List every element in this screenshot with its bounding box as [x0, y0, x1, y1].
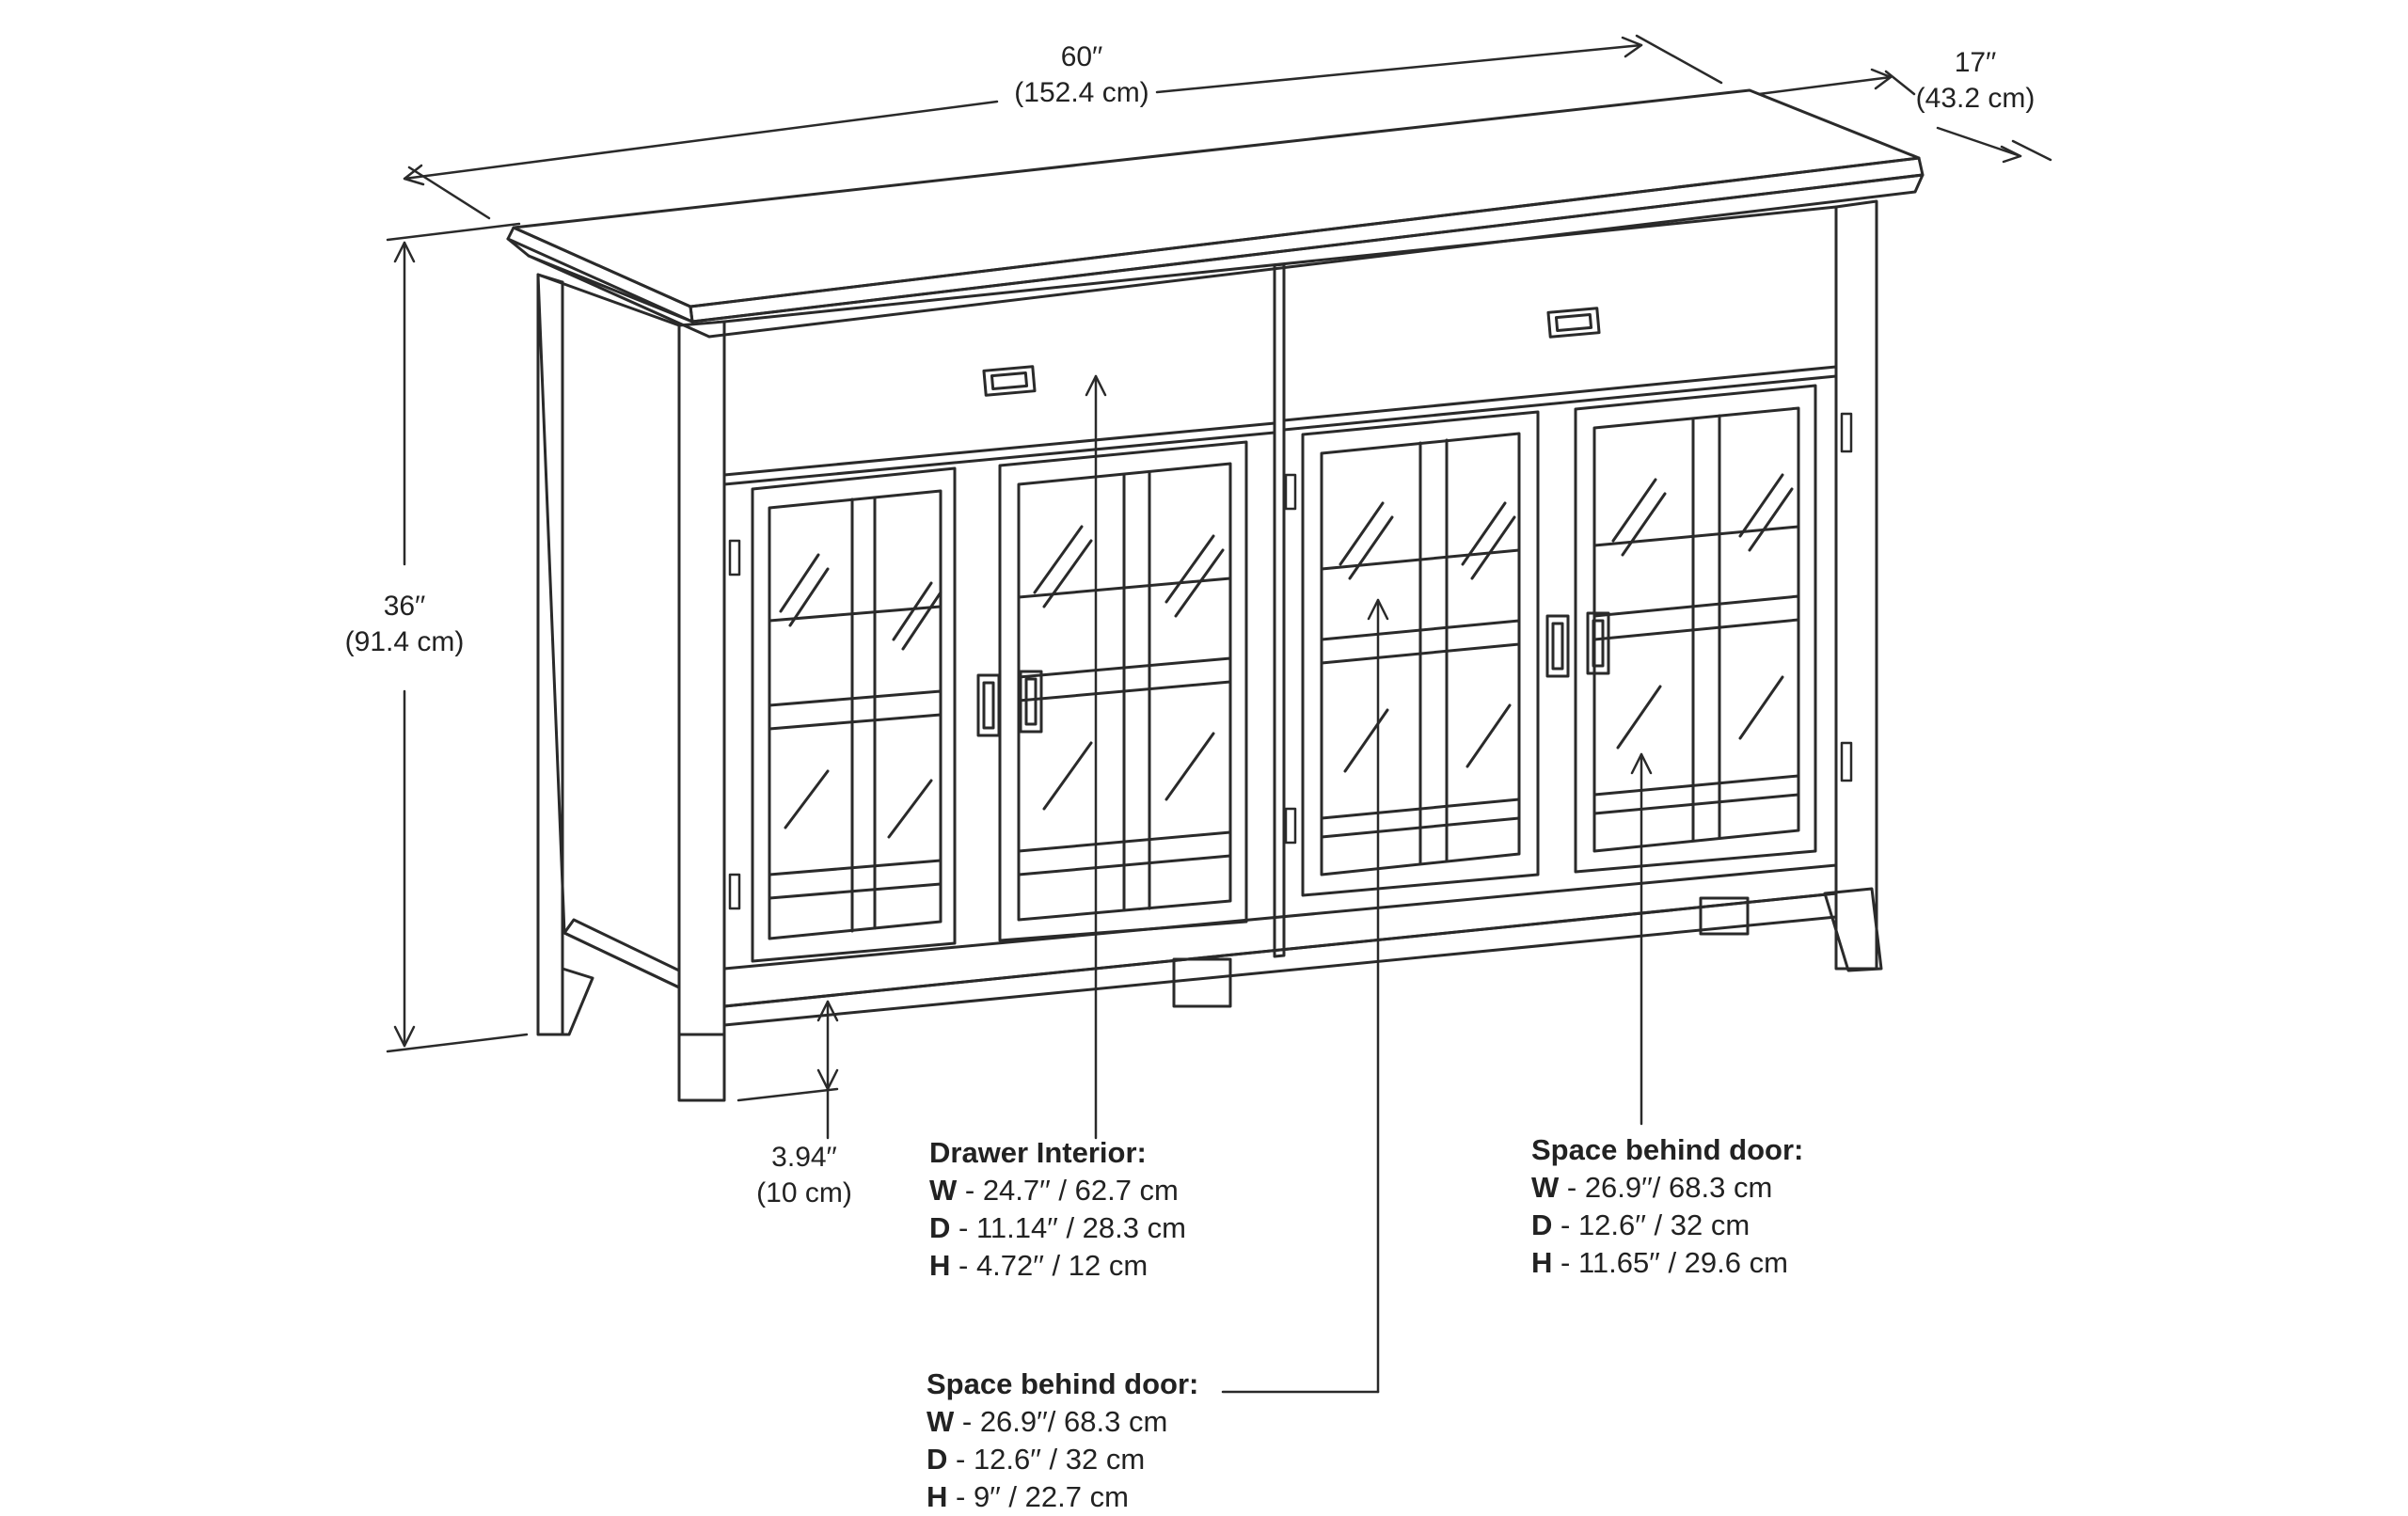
- clearance-cm: (10 cm): [756, 1177, 852, 1208]
- drawer-pull-left: [982, 365, 1037, 397]
- spec-line: H - 4.72′′ / 12 cm: [929, 1249, 1149, 1282]
- cabinet-top: [506, 88, 1925, 339]
- width-label: 60′′ (152.4 cm): [978, 39, 1185, 111]
- space-right-title: Space behind door:: [1531, 1133, 1804, 1166]
- drawer-interior-title: Drawer Interior:: [929, 1136, 1147, 1169]
- door-pulls: [976, 611, 1610, 737]
- width-cm: (152.4 cm): [1014, 77, 1149, 108]
- width-dimension-line: [403, 34, 1723, 220]
- spec-line: D - 11.14′′ / 28.3 cm: [929, 1211, 1186, 1244]
- hinges: [728, 412, 1853, 910]
- space-bottom-title: Space behind door:: [927, 1367, 1199, 1400]
- drawer-pull-right: [1546, 307, 1601, 339]
- depth-dimension-line: [1757, 68, 2052, 164]
- door-2: [998, 440, 1248, 942]
- spec-line: H - 9′′ / 22.7 cm: [927, 1480, 1129, 1513]
- spec-line: W - 24.7′′ / 62.7 cm: [929, 1174, 1179, 1207]
- depth-inches: 17′′: [1954, 47, 1997, 78]
- door-1: [751, 466, 957, 963]
- spec-line: D - 12.6′′ / 32 cm: [1531, 1208, 1751, 1241]
- spec-line: H - 11.65′′ / 29.6 cm: [1531, 1246, 1788, 1279]
- door-3: [1301, 410, 1540, 897]
- spec-line: W - 26.9′′/ 68.3 cm: [927, 1405, 1168, 1438]
- spec-line: W - 26.9′′/ 68.3 cm: [1531, 1171, 1773, 1204]
- space-behind-door-right-spec: Space behind door: W - 26.9′′/ 68.3 cm D…: [1531, 1131, 1803, 1282]
- callout-leaders: [1085, 374, 1653, 1394]
- height-label: 36′′ (91.4 cm): [325, 589, 484, 660]
- height-dimension-line: [386, 222, 529, 1053]
- cabinet-body: [536, 199, 1883, 1102]
- height-cm: (91.4 cm): [344, 626, 465, 657]
- width-inches: 60′′: [1060, 41, 1103, 72]
- drawer-interior-spec: Drawer Interior: W - 24.7′′ / 62.7 cm D …: [929, 1134, 1186, 1285]
- clearance-inches: 3.94′′: [771, 1142, 837, 1173]
- depth-label: 17′′ (43.2 cm): [1891, 45, 2060, 117]
- depth-cm: (43.2 cm): [1915, 83, 2036, 114]
- space-behind-door-bottom-spec: Space behind door: W - 26.9′′/ 68.3 cm D…: [927, 1366, 1198, 1516]
- clearance-label: 3.94′′ (10 cm): [743, 1140, 865, 1211]
- door-4: [1574, 384, 1817, 874]
- spec-line: D - 12.6′′ / 32 cm: [927, 1443, 1146, 1476]
- height-inches: 36′′: [383, 591, 426, 622]
